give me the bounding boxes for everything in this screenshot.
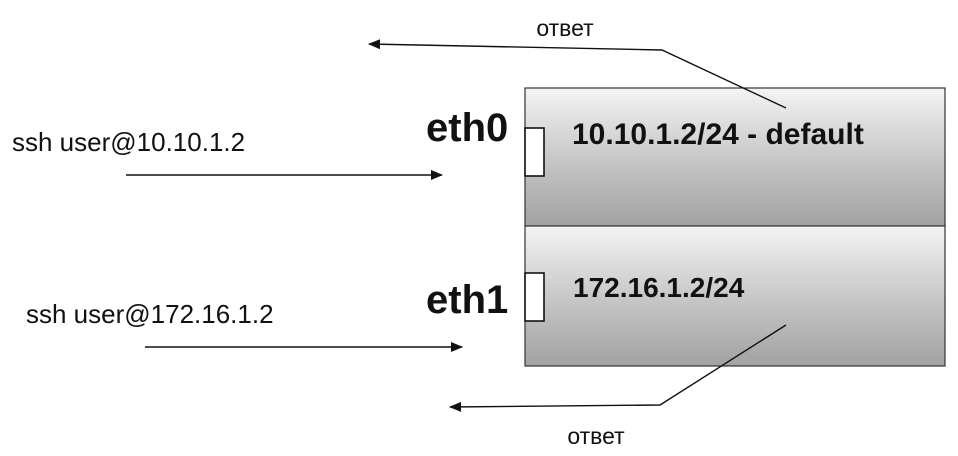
reply-top-arrow xyxy=(368,39,787,109)
ssh-eth1-label: ssh user@172.16.1.2 xyxy=(26,299,274,329)
eth1-box xyxy=(524,225,946,367)
eth0-address-label: 10.10.1.2/24 - default xyxy=(572,118,864,151)
eth0-box xyxy=(524,87,946,227)
eth1-port xyxy=(524,272,545,322)
eth1-interface-label: eth1 xyxy=(426,278,508,322)
reply-bottom-label: ответ xyxy=(567,423,625,449)
reply-bottom-arrow xyxy=(449,324,787,412)
eth0-interface-label: eth0 xyxy=(426,106,508,150)
reply-top-label: ответ xyxy=(536,15,594,41)
eth1-address-label: 172.16.1.2/24 xyxy=(573,272,745,303)
ssh-eth0-label: ssh user@10.10.1.2 xyxy=(12,127,245,157)
eth0-port xyxy=(524,127,545,177)
